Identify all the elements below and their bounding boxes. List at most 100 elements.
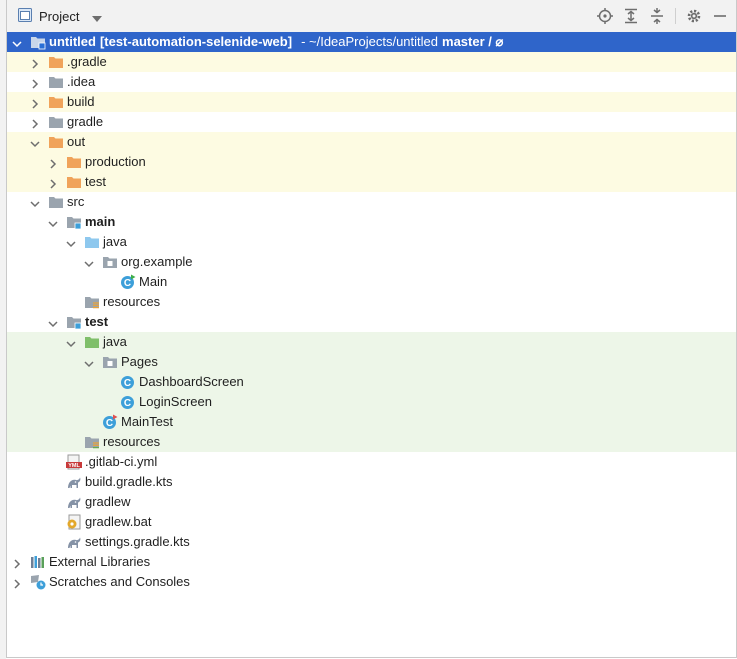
- svg-text:YML: YML: [68, 463, 80, 469]
- tree-row[interactable]: build.gradle.kts: [7, 472, 736, 492]
- tree-item-label: Scratches and Consoles: [49, 574, 190, 589]
- expand-all-icon[interactable]: [623, 8, 639, 24]
- tree-row[interactable]: resources: [7, 432, 736, 452]
- tree-root-path: - ~/IdeaProjects/untitled: [301, 34, 439, 49]
- tree-row[interactable]: Pages: [7, 352, 736, 372]
- folder-gray-icon: [48, 194, 64, 210]
- tree-row[interactable]: build: [7, 92, 736, 112]
- resources-folder-icon: [84, 294, 100, 310]
- tree-row[interactable]: settings.gradle.kts: [7, 532, 736, 552]
- tree-row[interactable]: .gradle: [7, 52, 736, 72]
- folder-gray-icon: [48, 74, 64, 90]
- svg-text:C: C: [124, 278, 131, 289]
- chevron-down-icon[interactable]: [92, 10, 103, 25]
- package-icon: [102, 354, 118, 370]
- chevron-down-icon[interactable]: [12, 37, 22, 48]
- chevron-right-icon[interactable]: [12, 577, 22, 589]
- tree-item-label: Main: [139, 274, 168, 289]
- yml-file-icon: YML: [66, 454, 82, 470]
- chevron-right-icon[interactable]: [12, 557, 22, 569]
- chevron-down-icon[interactable]: [48, 217, 58, 228]
- tree-row[interactable]: test: [7, 172, 736, 192]
- chevron-right-icon[interactable]: [30, 97, 40, 109]
- chevron-down-icon[interactable]: [66, 237, 76, 248]
- java-class-icon: C: [120, 374, 136, 390]
- tree-row[interactable]: C DashboardScreen: [7, 372, 736, 392]
- chevron-down-icon[interactable]: [66, 337, 76, 348]
- source-set-folder-icon: [66, 214, 82, 230]
- tree-item-label: DashboardScreen: [139, 374, 244, 389]
- tree-item-label: gradlew.bat: [85, 514, 152, 529]
- view-selector[interactable]: Project: [18, 8, 103, 25]
- tree-row[interactable]: Scratches and Consoles: [7, 572, 736, 592]
- tree-item-label: gradlew: [85, 494, 131, 509]
- tree-item-label: .idea: [67, 74, 96, 89]
- folder-green-icon: [84, 334, 100, 350]
- tree-item-label: External Libraries: [49, 554, 151, 569]
- tree-row[interactable]: java: [7, 232, 736, 252]
- tree-item-label: java: [103, 234, 127, 249]
- toolbar-actions: [587, 8, 728, 24]
- tree-item-label: MainTest: [121, 414, 174, 429]
- tree-row[interactable]: resources: [7, 292, 736, 312]
- minimize-icon[interactable]: [712, 8, 728, 24]
- tree-item-label: Pages: [121, 354, 158, 369]
- tree-item-label: LoginScreen: [139, 394, 212, 409]
- svg-text:C: C: [124, 378, 131, 389]
- tree-row[interactable]: C LoginScreen: [7, 392, 736, 412]
- tree-row[interactable]: java: [7, 332, 736, 352]
- tree-item-label: test: [85, 314, 109, 329]
- gear-icon[interactable]: [686, 8, 702, 24]
- tree-row[interactable]: gradle: [7, 112, 736, 132]
- folder-blue-icon: [84, 234, 100, 250]
- tree-row[interactable]: .idea: [7, 72, 736, 92]
- chevron-down-icon[interactable]: [84, 357, 94, 368]
- scratches-icon: [30, 574, 46, 590]
- chevron-right-icon[interactable]: [30, 117, 40, 129]
- tree-row[interactable]: main: [7, 212, 736, 232]
- chevron-right-icon[interactable]: [48, 157, 58, 169]
- chevron-down-icon[interactable]: [48, 317, 58, 328]
- tree-row[interactable]: out: [7, 132, 736, 152]
- toolbar-divider: [675, 8, 676, 24]
- chevron-right-icon[interactable]: [30, 77, 40, 89]
- tree-row[interactable]: External Libraries: [7, 552, 736, 572]
- chevron-down-icon[interactable]: [30, 197, 40, 208]
- gradle-file-icon: [66, 474, 82, 490]
- folder-orange-icon: [66, 154, 82, 170]
- test-resources-folder-icon: [84, 434, 100, 450]
- view-title: Project: [39, 9, 80, 24]
- chevron-down-icon[interactable]: [30, 137, 40, 148]
- tree-row[interactable]: YML .gitlab-ci.yml: [7, 452, 736, 472]
- tree-row[interactable]: test: [7, 312, 736, 332]
- tree-item-label: resources: [103, 434, 161, 449]
- project-view-icon: [18, 8, 32, 25]
- tree-item-label: .gitlab-ci.yml: [85, 454, 158, 469]
- tree-item-label: gradle: [67, 114, 104, 129]
- project-tool-window: Project untitled[test-automation-se: [6, 0, 737, 658]
- crosshair-icon[interactable]: [597, 8, 613, 24]
- tree-row[interactable]: gradlew: [7, 492, 736, 512]
- tree-row[interactable]: production: [7, 152, 736, 172]
- project-tree[interactable]: untitled[test-automation-selenide-web]- …: [7, 32, 736, 592]
- chevron-right-icon[interactable]: [48, 177, 58, 189]
- tree-row[interactable]: src: [7, 192, 736, 212]
- folder-orange-icon: [66, 174, 82, 190]
- libraries-icon: [30, 554, 46, 570]
- tree-item-label: settings.gradle.kts: [85, 534, 190, 549]
- tree-row[interactable]: untitled[test-automation-selenide-web]- …: [7, 32, 736, 52]
- chevron-right-icon[interactable]: [30, 57, 40, 69]
- tree-root-module: [test-automation-selenide-web]: [99, 34, 293, 49]
- tree-item-label: main: [85, 214, 116, 229]
- collapse-all-icon[interactable]: [649, 8, 665, 24]
- svg-text:C: C: [124, 398, 131, 409]
- package-icon: [102, 254, 118, 270]
- tree-row[interactable]: gradlew.bat: [7, 512, 736, 532]
- chevron-down-icon[interactable]: [84, 257, 94, 268]
- tree-row[interactable]: org.example: [7, 252, 736, 272]
- tree-root-label: untitled[test-automation-selenide-web]- …: [49, 34, 503, 50]
- java-class-icon: C: [120, 394, 136, 410]
- tree-item-label: src: [67, 194, 85, 209]
- tree-row[interactable]: C Main: [7, 272, 736, 292]
